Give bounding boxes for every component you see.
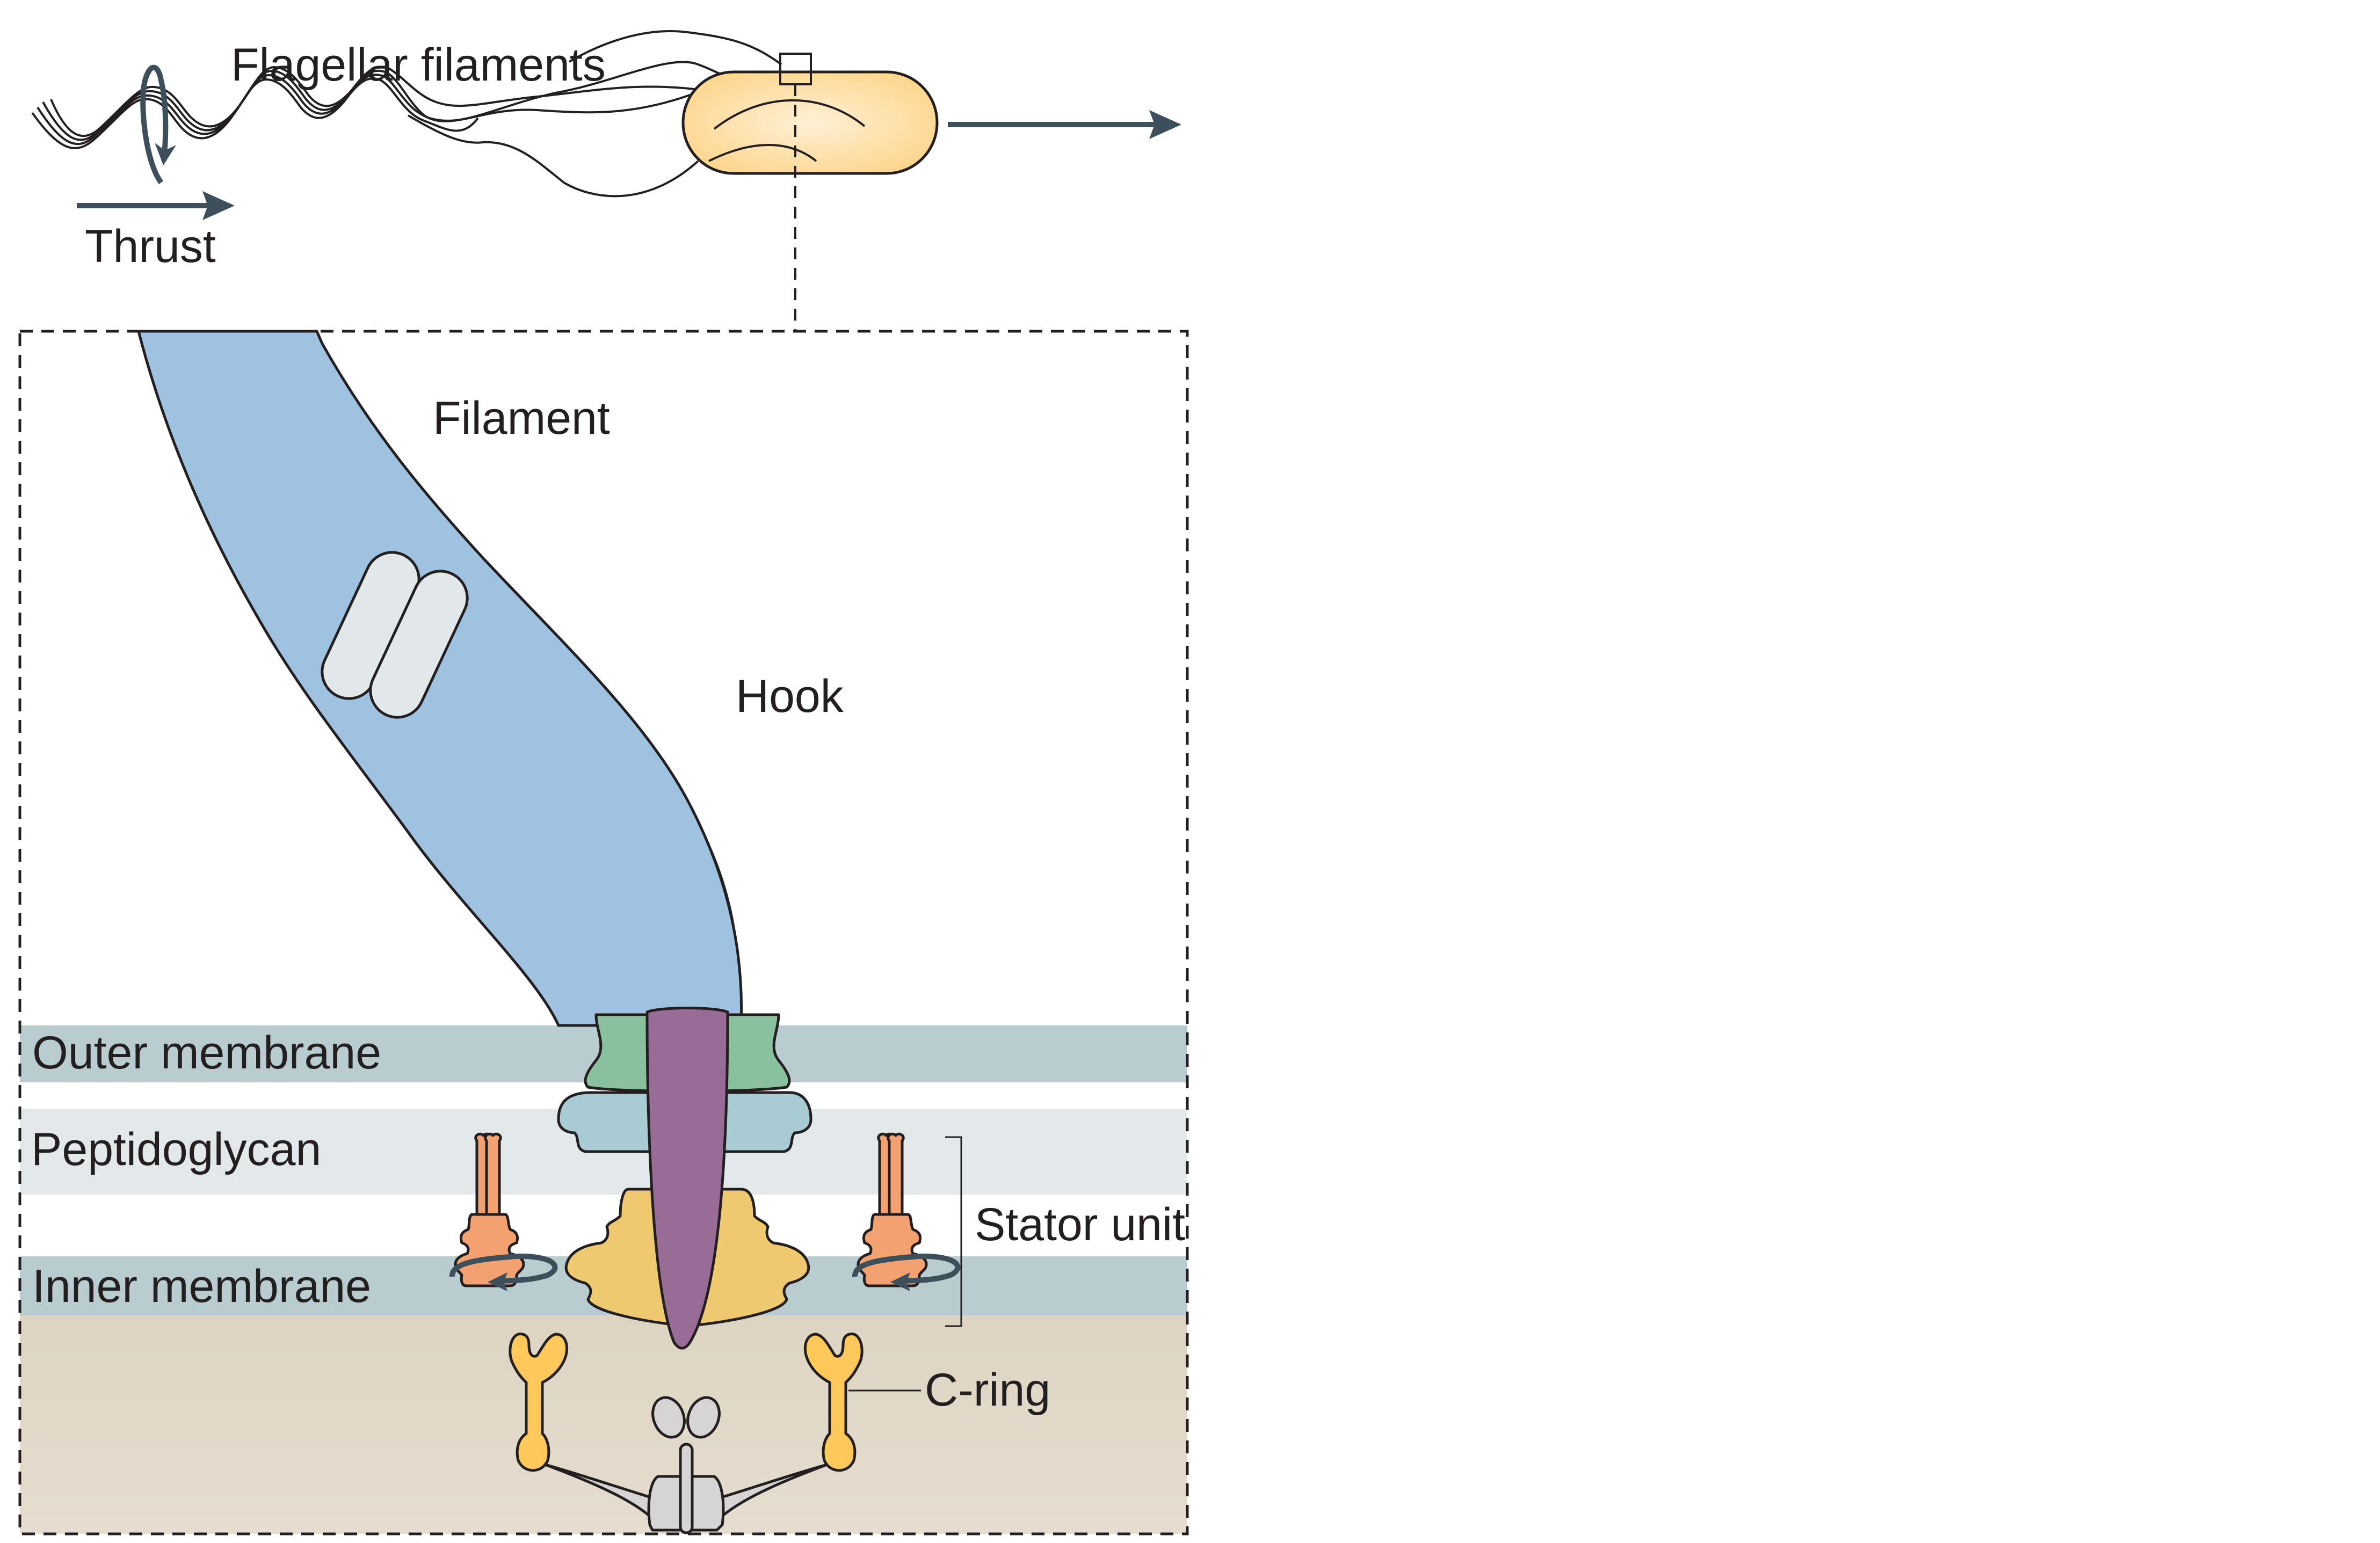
stator-unit-left	[449, 1132, 558, 1291]
swim-direction-arrow-icon	[948, 110, 1181, 139]
peptidoglycan-label: Peptidoglycan	[31, 1124, 321, 1175]
thrust-label: Thrust	[85, 221, 216, 272]
c-ring-right	[803, 1333, 864, 1472]
stator-bracket	[945, 1136, 962, 1327]
inner-membrane-label: Inner membrane	[32, 1261, 371, 1312]
c-ring-label: C-ring	[925, 1364, 1050, 1416]
overview-panel: Flagellar filaments Thrust	[31, 30, 1181, 331]
rod	[645, 1007, 729, 1350]
export-apparatus	[543, 1396, 829, 1534]
c-ring-left	[509, 1333, 569, 1472]
outer-membrane-label: Outer membrane	[32, 1027, 381, 1079]
hook-filament-junction	[321, 551, 469, 719]
cytoplasm-layer	[20, 1315, 1187, 1534]
detail-panel: Filament Hook Outer membrane Peptidoglyc…	[18, 330, 1189, 1535]
stator-unit-right	[852, 1132, 961, 1291]
rotation-arrow-icon	[140, 64, 177, 184]
flagellar-filaments-label: Flagellar filaments	[231, 39, 606, 91]
hook-label: Hook	[736, 671, 844, 722]
stator-unit-label: Stator unit	[975, 1199, 1185, 1250]
thrust-arrow-icon	[77, 191, 235, 220]
rotation-arrow-icon	[890, 1272, 910, 1291]
rotation-arrow-icon	[488, 1272, 507, 1291]
filament-label: Filament	[433, 392, 610, 444]
bacterial-cell	[681, 70, 939, 175]
detail-frame	[18, 330, 1189, 1535]
